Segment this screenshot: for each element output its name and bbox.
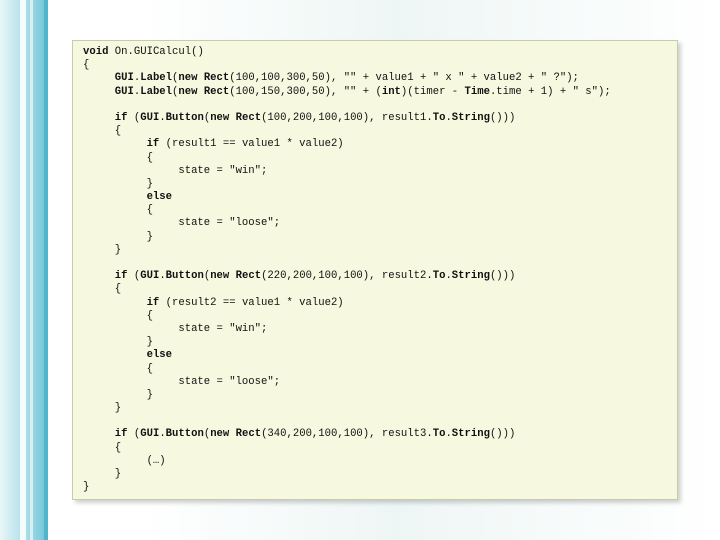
code-line: if (GUI.Button(new Rect(220,200,100,100)… [114,270,516,283]
code-line: } [83,336,153,349]
code-line: { [83,283,122,296]
code-line: { [83,151,153,164]
code-line: } [83,243,122,256]
code-line: state = "loose"; [83,375,281,388]
code-line: { [83,204,153,217]
code-line: { [83,362,153,375]
code-line: } [83,468,122,480]
code-line: } [83,388,153,401]
code-line: } [83,402,122,415]
code-line [83,257,677,270]
code-line: { [83,441,122,454]
left-decorative-stripe-thin [30,0,33,540]
code-line: } [83,481,90,494]
code-line [83,415,677,428]
code-line: if (GUI.Button(new Rect(100,200,100,100)… [114,111,516,124]
code-line: if (result2 == value1 * value2) [146,296,344,309]
code-line: { [83,125,122,138]
code-line: if (result1 == value1 * value2) [146,138,344,151]
code-line: GUI.Label(new Rect(100,150,300,50), "" +… [114,85,611,98]
code-line: } [83,177,153,190]
left-decorative-edge [44,0,48,540]
code-line: else [146,349,173,362]
left-decorative-stripe [20,0,26,540]
code-line [83,99,677,112]
code-line: if (GUI.Button(new Rect(340,200,100,100)… [114,428,516,441]
code-line: state = "win"; [83,322,268,335]
code-line: (…) [83,454,166,467]
code-line: state = "win"; [83,164,268,177]
code-line: } [83,230,153,243]
code-line: GUI.Label(new Rect(100,100,300,50), "" +… [114,72,579,85]
code-listing: void On.GUICalcul() { GUI.Label(new Rect… [72,40,678,500]
code-line: void On.GUICalcul() [83,46,204,58]
code-line: state = "loose"; [83,217,281,230]
code-line: { [83,309,153,322]
code-line: else [146,191,173,204]
code-line: { [83,59,90,72]
